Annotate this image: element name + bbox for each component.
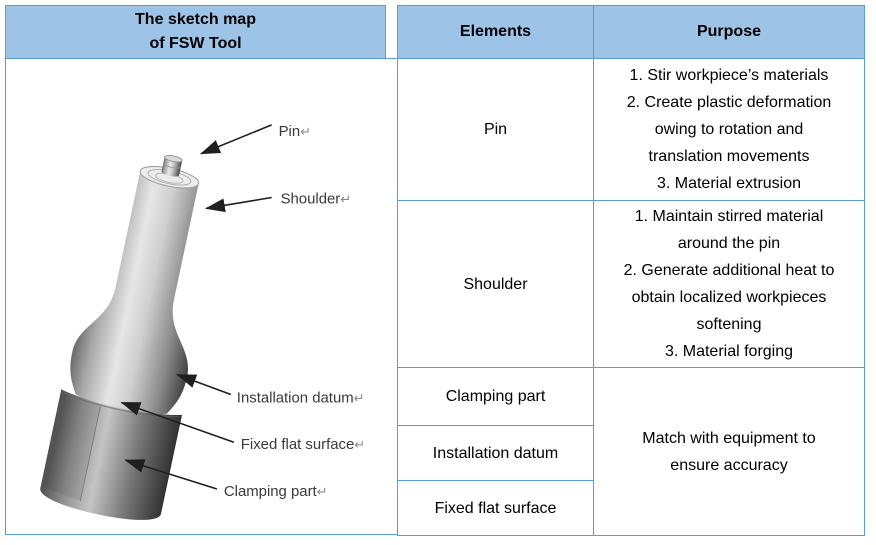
shoulder-arrow: [204, 196, 272, 213]
element-cell-pin: Pin: [397, 58, 594, 201]
installation-datum-arrow: [176, 373, 232, 396]
pin-arrow: [200, 124, 272, 155]
label-clamping-part: Clamping part↵: [224, 483, 328, 500]
element-cell-clamping-part: Clamping part: [397, 367, 594, 426]
table-row-clamping-part: Clamping part Match with equipment to en…: [397, 367, 865, 536]
fixed-flat-surface-arrow: [120, 401, 235, 444]
label-pin: Pin↵: [279, 123, 311, 140]
purpose-cell-shoulder: 1. Maintain stirred material around the …: [593, 200, 865, 368]
element-cell-fixed-flat-surface: Fixed flat surface: [397, 480, 594, 536]
element-cell-installation-datum: Installation datum: [397, 425, 594, 481]
flat-surface-edge: [79, 405, 101, 502]
fsw-tool-illustration: [40, 155, 200, 520]
fsw-tool-sketch: Pin↵ Shoulder↵ Installation datum↵ Fixed…: [40, 123, 365, 520]
clamping-part-arrow: [124, 459, 218, 490]
pin-top-face: [164, 155, 183, 163]
label-fixed-flat-surface: Fixed flat surface↵: [241, 436, 365, 453]
table-row-pin: Pin 1. Stir workpiece’s materials 2. Cre…: [397, 58, 865, 201]
label-installation-datum: Installation datum↵: [237, 389, 365, 406]
table-row-shoulder: Shoulder 1. Maintain stirred material ar…: [397, 200, 865, 368]
tool-shoulder-body: [70, 166, 199, 414]
sketch-panel: Pin↵ Shoulder↵ Installation datum↵ Fixed…: [5, 58, 397, 535]
tool-installation-datum-ridge: [62, 391, 180, 418]
table-row-fixed-flat-surface: Fixed flat surface: [397, 480, 865, 536]
elements-purpose-table: Elements Purpose Pin 1. Stir workpiece’s…: [397, 5, 865, 536]
pin-ring: [162, 163, 181, 169]
element-cell-shoulder: Shoulder: [397, 200, 594, 368]
purpose-cell-pin: 1. Stir workpiece’s materials 2. Create …: [593, 58, 865, 201]
purpose-cell-merged: Match with equipment to ensure accuracy: [593, 367, 865, 536]
sketch-panel-title: The sketch map of FSW Tool: [5, 5, 386, 59]
tool-fixed-flat-surface: [43, 393, 101, 502]
col-header-purpose: Purpose: [593, 5, 865, 59]
col-header-elements: Elements: [397, 5, 594, 59]
label-shoulder: Shoulder↵: [281, 190, 352, 207]
table-header-row: Elements Purpose: [397, 5, 865, 59]
tool-clamping-part: [40, 389, 183, 520]
